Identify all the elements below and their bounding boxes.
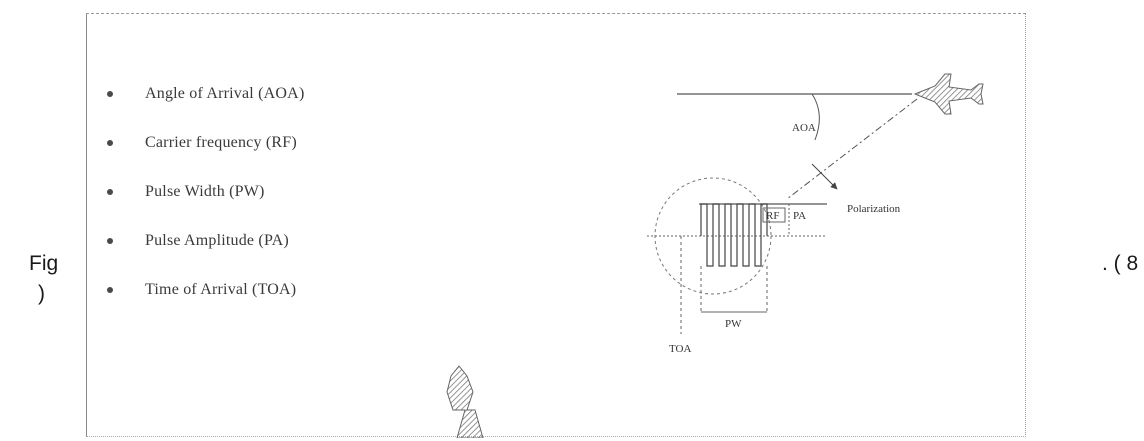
figure-label-left: Fig (29, 252, 59, 275)
list-item: Time of Arrival (TOA) (107, 265, 304, 314)
bullet-icon (107, 188, 113, 195)
parameter-list: Angle of Arrival (AOA) Carrier frequency… (107, 69, 304, 314)
rf-label: RF (766, 210, 779, 222)
bullet-icon (107, 90, 113, 97)
pw-label: PW (725, 318, 742, 330)
list-item: Pulse Amplitude (PA) (107, 216, 304, 265)
list-item-text: Pulse Width (PW) (145, 182, 265, 200)
rf-box (762, 207, 786, 223)
aircraft-icon (913, 73, 984, 115)
line-of-sight (786, 98, 918, 200)
pulse-parameters-diagram: AOA Polarization RF PA PW TOA (446, 73, 984, 438)
toa-label: TOA (669, 343, 691, 355)
list-item-text: Time of Arrival (TOA) (145, 280, 297, 298)
figure-frame: Angle of Arrival (AOA) Carrier frequency… (86, 13, 1026, 438)
polarization-label: Polarization (847, 203, 901, 215)
polarization-arrow (811, 163, 838, 190)
figure-label-paren: ) (38, 282, 45, 305)
list-item-text: Carrier frequency (RF) (145, 133, 297, 151)
pulse-waveform (700, 203, 768, 267)
antenna-icon (446, 365, 484, 438)
aoa-arc (811, 93, 820, 141)
bullet-icon (107, 237, 113, 244)
bullet-icon (107, 139, 113, 146)
list-item-text: Pulse Amplitude (PA) (145, 231, 289, 249)
list-item-text: Angle of Arrival (AOA) (145, 84, 305, 102)
pa-label: PA (793, 210, 806, 222)
figure-number-right: . ( 8 (1102, 252, 1139, 275)
list-item: Angle of Arrival (AOA) (107, 69, 304, 118)
aoa-label: AOA (792, 122, 816, 134)
bullet-icon (107, 286, 113, 293)
list-item: Pulse Width (PW) (107, 167, 304, 216)
list-item: Carrier frequency (RF) (107, 118, 304, 167)
